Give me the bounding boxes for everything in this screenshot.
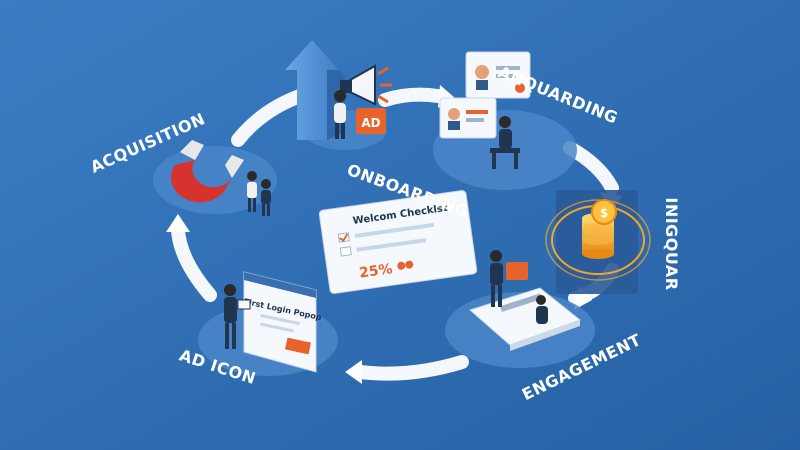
ad-badge: AD bbox=[356, 108, 386, 134]
checklist-card: Welcom Checklst 25% bbox=[318, 190, 478, 294]
ad-badge-text: AD bbox=[361, 116, 380, 130]
arrow-head-popup bbox=[345, 360, 362, 384]
popup-window-icon: First Login Popop bbox=[243, 271, 323, 373]
megaphone-icon bbox=[340, 64, 392, 106]
profile-card-icon-2 bbox=[439, 97, 497, 139]
person-ad bbox=[334, 90, 346, 139]
person-profile bbox=[490, 116, 520, 169]
phone-icon bbox=[469, 287, 582, 351]
svg-text:$: $ bbox=[600, 206, 608, 220]
person-popup bbox=[224, 284, 251, 349]
people-acquisition bbox=[247, 171, 271, 216]
profile-card-icon bbox=[465, 51, 531, 99]
arrow-engagement-to-popup bbox=[353, 355, 469, 381]
arrow-acquisition-to-ad bbox=[231, 89, 307, 147]
coin-stack-icon: $ bbox=[545, 190, 651, 294]
label-inigquar: INIGQUAR bbox=[662, 197, 681, 290]
arrow-head-acquisition bbox=[166, 214, 190, 232]
person-engagement bbox=[490, 250, 548, 324]
arrow-ad-to-profile bbox=[378, 87, 445, 107]
magnet-icon bbox=[171, 140, 244, 203]
checklist-progress: 25% bbox=[358, 261, 393, 282]
arrow-popup-to-acquisition bbox=[171, 223, 217, 302]
